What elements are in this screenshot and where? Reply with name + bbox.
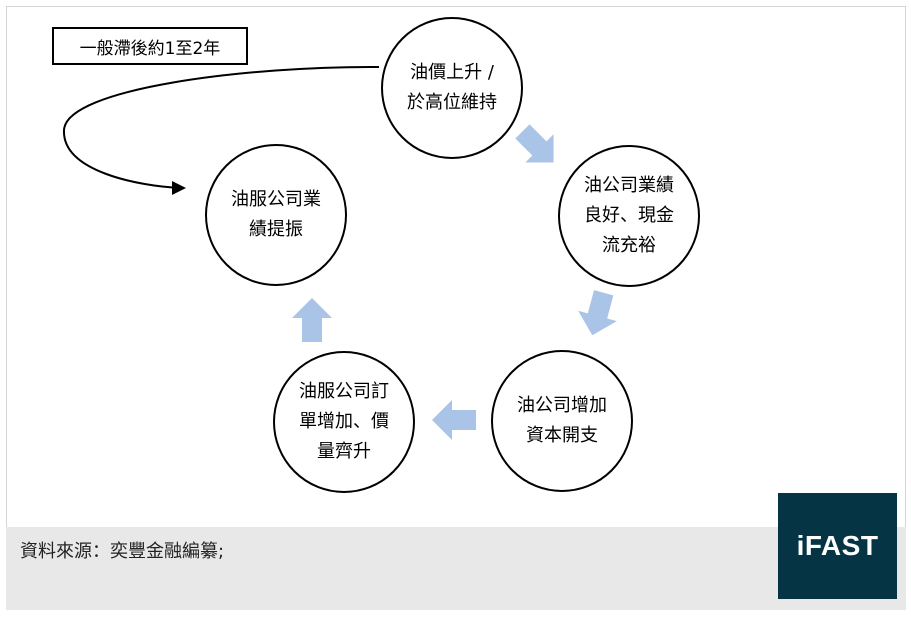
flow-arrow-3 — [432, 400, 476, 440]
node-oilfield-orders-line-1: 油服公司訂 — [299, 381, 389, 402]
lag-note-text: 一般滯後約1至2年 — [79, 38, 221, 59]
ifast-logo: iFAST — [778, 493, 897, 599]
node-oil-company-capex-line-2: 資本開支 — [526, 425, 598, 446]
node-oil-company-results-line-2: 良好、現金 — [584, 205, 674, 226]
lag-note-box: 一般滯後約1至2年 — [52, 27, 248, 65]
node-oil-company-results-line-3: 流充裕 — [602, 235, 656, 256]
flow-arrow-1 — [515, 124, 554, 163]
node-oilfield-orders-line-2: 單增加、價 — [299, 411, 389, 432]
node-oilfield-results-line-1: 油服公司業 — [231, 189, 321, 210]
lag-curve-arrow — [62, 65, 380, 189]
node-oil-company-results-line-1: 油公司業績 — [584, 175, 674, 196]
node-oil-price: 油價上升 / 於高位維持 — [381, 17, 523, 159]
node-oilfield-results: 油服公司業 績提振 — [205, 144, 347, 286]
node-oil-company-capex-line-1: 油公司增加 — [517, 395, 607, 416]
node-oilfield-orders-line-3: 量齊升 — [317, 441, 371, 462]
node-oilfield-orders: 油服公司訂 單增加、價 量齊升 — [273, 351, 415, 493]
node-oilfield-results-line-2: 績提振 — [249, 219, 303, 240]
flow-arrow-2 — [578, 290, 617, 336]
node-oil-company-capex: 油公司增加 資本開支 — [491, 350, 633, 492]
footer-band — [6, 527, 906, 610]
flow-arrow-4 — [292, 298, 332, 342]
node-oil-price-line-2: 於高位維持 — [407, 92, 497, 113]
ifast-logo-text: iFAST — [796, 530, 879, 561]
node-oil-price-line-1: 油價上升 / — [410, 62, 494, 83]
source-note: 資料來源：奕豐金融編纂; — [20, 541, 225, 562]
node-oil-company-results: 油公司業績 良好、現金 流充裕 — [558, 145, 700, 287]
lag-arrowhead — [172, 181, 186, 195]
